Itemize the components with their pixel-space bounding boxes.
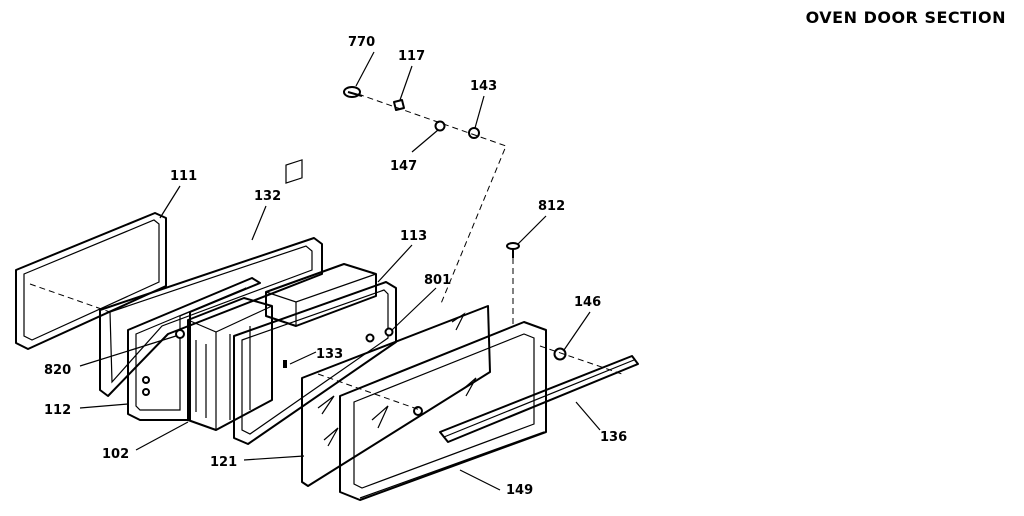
label-133: 133: [316, 347, 343, 362]
assembly-lines: [29, 93, 623, 411]
label-102: 102: [102, 447, 129, 462]
label-820: 820: [44, 363, 71, 378]
label-132: 132: [254, 189, 281, 204]
part-labels: 770 117 143 147 111 132 113 812 801 146 …: [44, 35, 627, 498]
label-147: 147: [390, 159, 417, 174]
part-113-hinge-channel: [265, 263, 377, 327]
label-143: 143: [470, 79, 497, 94]
label-121: 121: [210, 455, 237, 470]
label-112: 112: [44, 403, 71, 418]
label-812: 812: [538, 199, 565, 214]
part-112-inner-door: [127, 277, 261, 421]
part-136-handle: [439, 355, 639, 443]
diagram-title: OVEN DOOR SECTION: [806, 8, 1006, 27]
label-149: 149: [506, 483, 533, 498]
label-770: 770: [348, 35, 375, 50]
leader-lines: [79, 51, 601, 491]
hardware: [175, 86, 567, 416]
part-132-gasket-frame: [99, 159, 323, 397]
part-121-glass-panel: [301, 305, 491, 487]
label-146: 146: [574, 295, 601, 310]
label-136: 136: [600, 430, 627, 445]
label-111: 111: [170, 169, 197, 184]
part-111-outer-panel: [15, 212, 167, 350]
part-149-front-frame: [339, 321, 547, 501]
label-117: 117: [398, 49, 425, 64]
label-113: 113: [400, 229, 427, 244]
part-133-inner-liner: [233, 281, 397, 445]
part-102-insulation-box: [187, 297, 273, 431]
label-801: 801: [424, 273, 451, 288]
